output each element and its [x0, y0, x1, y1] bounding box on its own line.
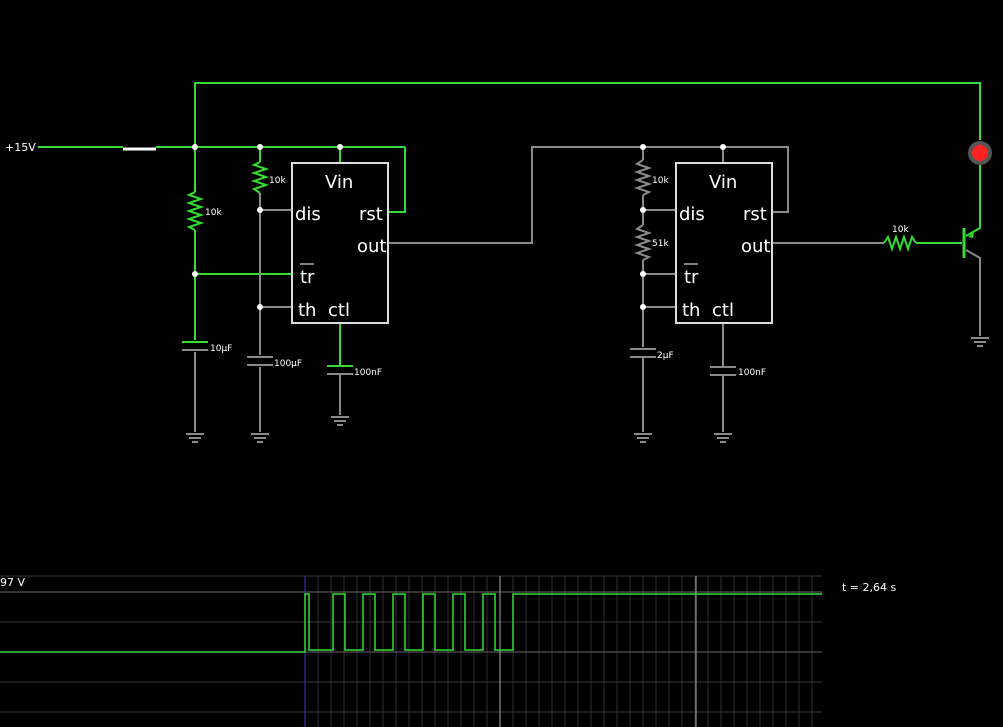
r2-value: 10k [269, 176, 286, 186]
ground-icon [251, 433, 269, 443]
chip2-dis-label: dis [679, 204, 705, 225]
c2-value: 100µF [274, 359, 302, 369]
chip1-dis-label: dis [295, 204, 321, 225]
chip2-out-label: out [741, 236, 770, 257]
resistor-r2[interactable] [250, 161, 270, 194]
r5-value: 10k [892, 225, 909, 235]
c1-value: 10µF [210, 344, 232, 354]
circuit-wires[interactable] [38, 82, 981, 432]
c3-value: 100nF [354, 368, 382, 378]
scope-time-label: t = 2,64 s [842, 581, 897, 594]
timer-chip-2[interactable]: Vin dis rst out tr th ctl [675, 162, 773, 324]
capacitor-c5[interactable] [710, 366, 736, 376]
led-indicator[interactable] [968, 141, 992, 165]
capacitor-c2[interactable] [247, 356, 273, 366]
scope-panel[interactable]: 97 V t = 2,64 s [0, 575, 897, 727]
c5-value: 100nF [738, 368, 766, 378]
resistor-r5[interactable] [883, 233, 917, 253]
ground-icon [186, 433, 204, 443]
chip1-rst-label: rst [359, 204, 383, 225]
chip1-ctl-label: ctl [328, 300, 350, 321]
r1-value: 10k [205, 208, 222, 218]
chip1-out-label: out [357, 236, 386, 257]
r3-value: 10k [652, 176, 669, 186]
r4-value: 51k [652, 239, 669, 249]
capacitor-c1[interactable] [182, 341, 208, 351]
chip2-vin-label: Vin [709, 172, 737, 193]
resistor-r3[interactable] [633, 159, 653, 196]
ground-symbols [186, 337, 989, 443]
capacitor-c3[interactable] [327, 365, 353, 375]
c4-value: 2µF [657, 351, 674, 361]
chip1-vin-label: Vin [325, 172, 353, 193]
ground-icon [634, 433, 652, 443]
ground-icon [714, 433, 732, 443]
ground-icon [331, 416, 349, 426]
timer-chip-1[interactable]: Vin dis rst out tr th ctl [291, 162, 389, 324]
transistor-icon[interactable] [962, 228, 974, 258]
chip2-rst-label: rst [743, 204, 767, 225]
capacitor-c4[interactable] [630, 348, 656, 358]
chip1-tr-label: tr [300, 267, 315, 288]
chip2-ctl-label: ctl [712, 300, 734, 321]
supply-label: +15V [5, 141, 36, 154]
chip1-th-label: th [298, 300, 316, 321]
chip2-th-label: th [682, 300, 700, 321]
resistor-r1[interactable] [185, 191, 205, 231]
scope-trace [0, 593, 822, 653]
ground-icon [971, 337, 989, 347]
chip2-tr-label: tr [684, 267, 699, 288]
junction-dots [192, 144, 726, 310]
resistor-r4[interactable] [633, 224, 653, 261]
scope-voltage-label: 97 V [0, 576, 25, 589]
